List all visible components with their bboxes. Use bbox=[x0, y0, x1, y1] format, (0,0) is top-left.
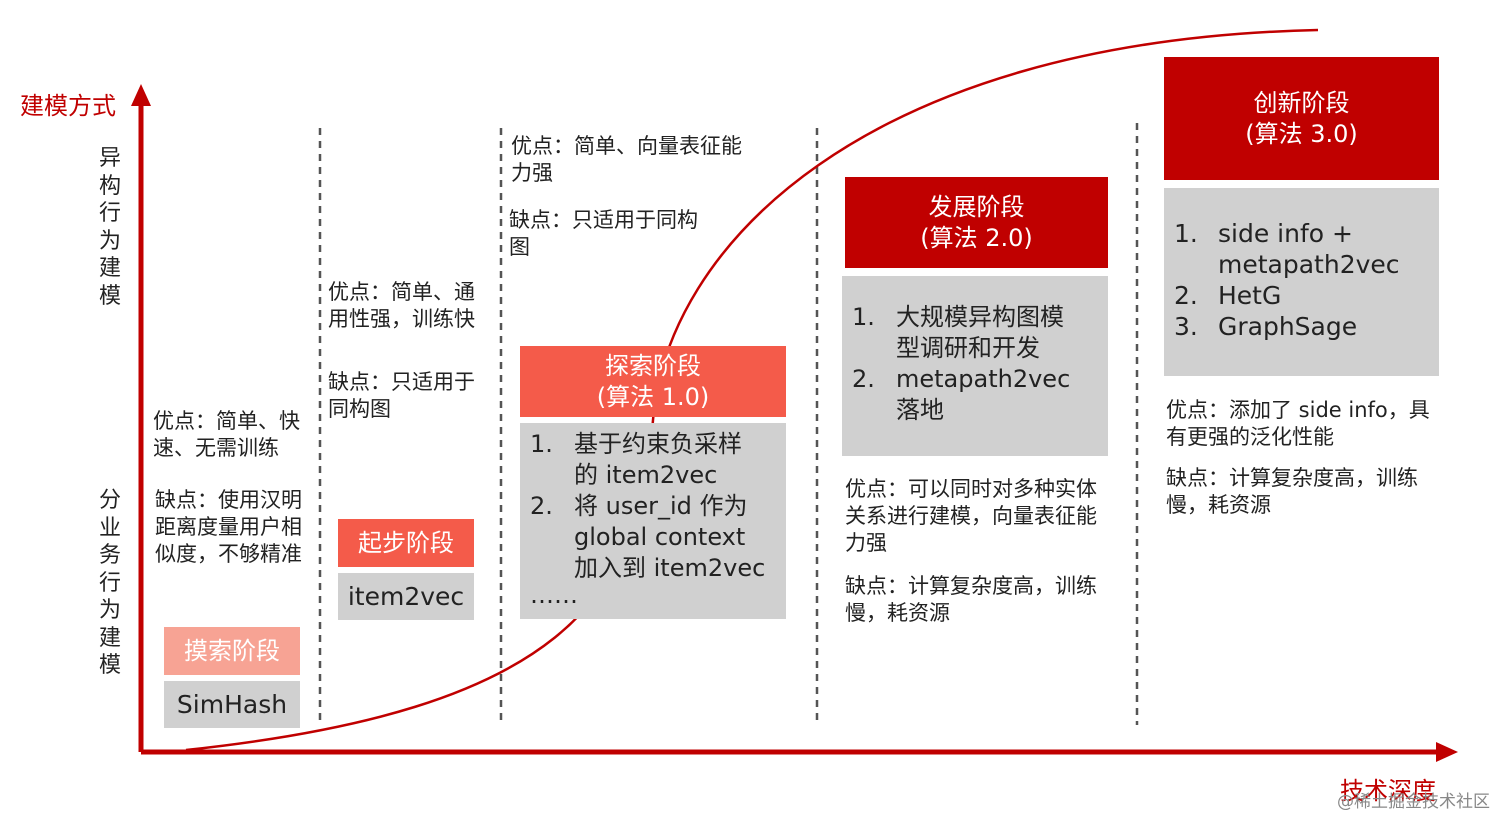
item-number: 2. bbox=[530, 492, 553, 520]
item-text: 大规模异构图模 型调研和开发 bbox=[896, 303, 1064, 362]
stage3-more: …… bbox=[530, 581, 578, 609]
item-number: 1. bbox=[1174, 219, 1198, 248]
list-item: 1. 基于约束负采样 的 item2vec bbox=[530, 429, 780, 491]
stage3-cons: 缺点：只适用于同构图 bbox=[509, 208, 698, 259]
stage1-cons: 缺点：使用汉明距离度量用户相似度，不够精准 bbox=[155, 488, 302, 566]
stage5-name: 创新阶段 bbox=[1253, 88, 1350, 117]
list-item: 3. GraphSage bbox=[1174, 311, 1433, 342]
x-axis-title: 技术深度 bbox=[1340, 777, 1436, 805]
stage4-pros: 优点：可以同时对多种实体关系进行建模，向量表征能力强 bbox=[845, 477, 1097, 555]
list-item: 2. HetG bbox=[1174, 280, 1433, 311]
watermark: @稀土掘金技术社区 bbox=[1337, 792, 1490, 812]
stage5-title: 创新阶段 (算法 3.0) bbox=[1164, 57, 1439, 180]
stage3-name: 探索阶段 bbox=[605, 351, 701, 380]
stage3-version: (算法 1.0) bbox=[596, 382, 710, 411]
stage2-method: item2vec bbox=[338, 573, 474, 620]
stage4-name: 发展阶段 bbox=[928, 192, 1025, 221]
stage4-algorithms: 1. 大规模异构图模 型调研和开发 2. metapath2vec 落地 bbox=[842, 276, 1108, 456]
y-upper-label: 异构行为建模 bbox=[98, 146, 121, 309]
item-text: HetG bbox=[1218, 281, 1282, 310]
stage3-algorithms: 1. 基于约束负采样 的 item2vec 2. 将 user_id 作为 glob… bbox=[520, 423, 786, 619]
stage2-pros: 优点：简单、通用性强，训练快 bbox=[328, 280, 475, 331]
x-axis-arrow bbox=[1436, 742, 1458, 762]
stage1-method: SimHash bbox=[164, 681, 300, 728]
stage4-cons: 缺点：计算复杂度高，训练慢，耗资源 bbox=[845, 574, 1097, 625]
y-axis-title: 建模方式 bbox=[20, 92, 116, 120]
item-text: side info + metapath2vec bbox=[1218, 219, 1400, 279]
item-number: 2. bbox=[852, 365, 875, 393]
stage2-cons: 缺点：只适用于同构图 bbox=[328, 370, 475, 421]
item-text: 将 user_id 作为 global context 加入到 item2vec bbox=[574, 492, 766, 582]
list-item: 2. 将 user_id 作为 global context 加入到 item2v… bbox=[530, 491, 780, 584]
stage2-title: 起步阶段 bbox=[338, 519, 474, 567]
item-text: GraphSage bbox=[1218, 312, 1358, 341]
list-item: 2. metapath2vec 落地 bbox=[852, 364, 1102, 426]
stage4-version: (算法 2.0) bbox=[920, 223, 1033, 252]
list-item: 1. 大规模异构图模 型调研和开发 bbox=[852, 302, 1102, 364]
item-number: 3. bbox=[1174, 312, 1198, 341]
stage4-title: 发展阶段 (算法 2.0) bbox=[845, 177, 1108, 268]
stage1-title: 摸索阶段 bbox=[164, 627, 300, 675]
stage5-pros: 优点：添加了 side info，具有更强的泛化性能 bbox=[1166, 398, 1430, 449]
y-axis-arrow bbox=[131, 84, 151, 106]
stage5-algorithms: 1. side info + metapath2vec 2. HetG 3. Grap… bbox=[1164, 188, 1439, 376]
stage3-pros: 优点：简单、向量表征能力强 bbox=[511, 134, 742, 185]
stage3-title: 探索阶段 (算法 1.0) bbox=[520, 346, 786, 417]
item-text: 基于约束负采样 的 item2vec bbox=[574, 430, 742, 489]
item-number: 1. bbox=[852, 303, 875, 331]
stage1-pros: 优点：简单、快速、无需训练 bbox=[153, 409, 300, 460]
stage5-version: (算法 3.0) bbox=[1245, 119, 1358, 148]
item-number: 1. bbox=[530, 430, 553, 458]
item-number: 2. bbox=[1174, 281, 1198, 310]
y-lower-label: 分业务行为建模 bbox=[98, 488, 121, 678]
stage5-cons: 缺点：计算复杂度高，训练慢，耗资源 bbox=[1166, 466, 1418, 517]
list-item: 1. side info + metapath2vec bbox=[1174, 218, 1433, 280]
item-text: metapath2vec 落地 bbox=[896, 365, 1071, 424]
